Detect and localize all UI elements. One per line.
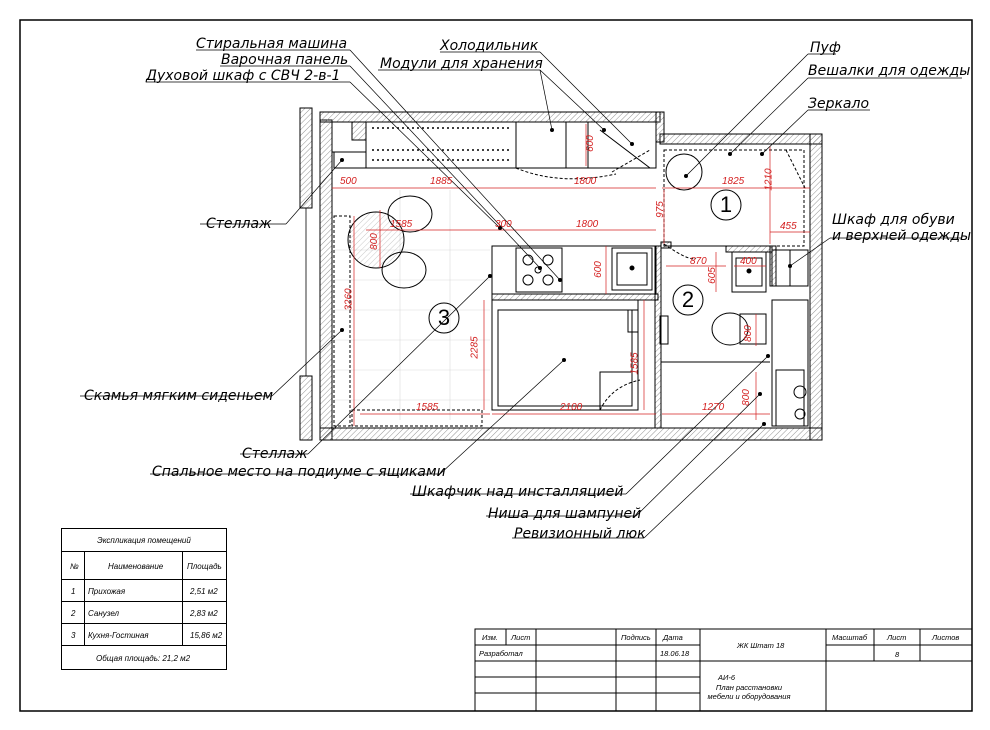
dim-3260: 3260: [343, 288, 355, 311]
dim-400: 400: [740, 256, 757, 267]
explication-table: Экспликация помещений № Наименование Пло…: [61, 528, 227, 670]
table-row: 2 Санузел 2,83 м2: [62, 601, 226, 624]
tb-data: Дата: [663, 633, 683, 642]
table-row: 1 Прихожая 2,51 м2: [62, 579, 226, 602]
tb-date-value: 18.06.18: [660, 649, 690, 658]
dim-1585a: 1585: [390, 219, 413, 230]
dim-1585v: 1585: [629, 352, 641, 375]
dim-300: 300: [495, 219, 512, 230]
dim-1800b: 1800: [576, 219, 599, 230]
tb-code: АИ-6: [718, 673, 736, 682]
room-number-3: 3: [437, 305, 451, 330]
dim-455: 455: [780, 221, 797, 232]
dim-600b: 600: [592, 261, 604, 278]
label-shoe-cabinet-2: и верхней одежды: [832, 228, 972, 244]
tb-sheet-num: 8: [895, 650, 900, 659]
tb-list2: Лист: [887, 633, 907, 642]
dim-600a: 600: [584, 135, 596, 152]
dim-2285: 2285: [469, 336, 481, 359]
row-name: Прихожая: [88, 586, 126, 596]
dim-1825: 1825: [722, 176, 745, 187]
leader-dots: [340, 128, 792, 426]
dim-1585b: 1585: [416, 402, 439, 413]
tb-sheet-title: План расстановки мебели и оборудования: [707, 683, 791, 701]
bed-podium: [491, 299, 641, 411]
row-num: 3: [71, 630, 76, 640]
label-install-cabinet: Шкафчик над инсталляцией: [412, 484, 624, 500]
explication-total-row: Общая площадь: 21,2 м2: [62, 645, 226, 670]
title-block-grid: [474, 628, 973, 712]
dim-1210: 1210: [763, 168, 775, 191]
explication-header-row: № Наименование Площадь: [62, 551, 226, 580]
room-1-circle: [710, 189, 742, 221]
room-number-2: 2: [681, 287, 695, 312]
tb-listov: Листов: [932, 633, 960, 642]
room-number-1: 1: [719, 192, 733, 217]
label-fridge: Холодильник: [440, 38, 539, 54]
kitchen-counter: [491, 245, 657, 295]
floor-plan: [299, 107, 823, 441]
bench: [333, 215, 351, 427]
dim-605: 605: [706, 267, 718, 284]
header-name: Наименование: [108, 561, 164, 571]
title-block: Изм. Лист Подпись Дата Разработал 18.06.…: [475, 629, 972, 711]
dim-1270: 1270: [702, 402, 725, 413]
dimension-lines: [332, 124, 810, 426]
shelf-unit: [333, 151, 367, 169]
label-hob: Варочная панель: [221, 52, 349, 68]
explication-title: Экспликация помещений: [97, 535, 191, 545]
label-bench: Скамья мягким сиденьем: [84, 388, 274, 404]
tb-izm: Изм.: [482, 633, 498, 642]
label-shelf-bottom: Стеллаж: [242, 446, 308, 462]
label-revision-hatch: Ревизионный люк: [514, 526, 646, 542]
table-chairs: [347, 195, 433, 289]
row-name: Кухня-Гостиная: [88, 630, 149, 640]
row-area: 2,83 м2: [190, 608, 218, 618]
tb-project: ЖК Штат 18: [737, 641, 785, 650]
label-bed: Спальное место на подиуме с ящиками: [152, 464, 446, 480]
label-pouf: Пуф: [810, 40, 841, 56]
dim-1800a: 1800: [574, 176, 597, 187]
label-shoe-cabinet-1: Шкаф для обуви: [832, 212, 955, 228]
header-area: Площадь: [187, 561, 222, 571]
tb-masshtab: Масштаб: [832, 633, 868, 642]
room-3-circle: [428, 302, 460, 334]
dim-975: 975: [654, 201, 666, 218]
row-num: 1: [71, 586, 76, 596]
dim-800a: 800: [368, 233, 380, 250]
row-num: 2: [71, 608, 76, 618]
dim-800b: 800: [742, 325, 754, 342]
header-num: №: [70, 561, 79, 571]
label-washing-machine: Стиральная машина: [196, 36, 348, 52]
label-shelf-top: Стеллаж: [206, 216, 272, 232]
dim-500: 500: [340, 176, 357, 187]
tb-list: Лист: [511, 633, 531, 642]
tb-razrabotal: Разработал: [479, 649, 523, 658]
row-area: 2,51 м2: [190, 586, 218, 596]
label-hangers: Вешалки для одежды: [808, 63, 971, 79]
kitchen-top-row: [331, 121, 657, 180]
label-oven: Духовой шкаф с СВЧ 2-в-1: [146, 68, 341, 84]
tb-podpis: Подпись: [621, 633, 651, 642]
explication-total: Общая площадь: 21,2 м2: [96, 653, 191, 663]
room-2-circle: [672, 284, 704, 316]
label-shampoo-niche: Ниша для шампуней: [488, 506, 642, 522]
dim-870: 870: [690, 256, 707, 267]
table-row: 3 Кухня-Гостиная 15,86 м2: [62, 623, 226, 646]
leader-lines: [80, 49, 962, 539]
row-area: 15,86 м2: [190, 630, 223, 640]
dim-800c: 800: [740, 389, 752, 406]
walls: [299, 107, 823, 441]
label-storage-modules: Модули для хранения: [380, 56, 543, 72]
row-name: Санузел: [88, 608, 120, 618]
dim-1885: 1885: [430, 176, 453, 187]
dim-2100: 2100: [560, 402, 583, 413]
label-mirror: Зеркало: [808, 96, 870, 112]
bathroom-fixtures: [659, 251, 809, 427]
